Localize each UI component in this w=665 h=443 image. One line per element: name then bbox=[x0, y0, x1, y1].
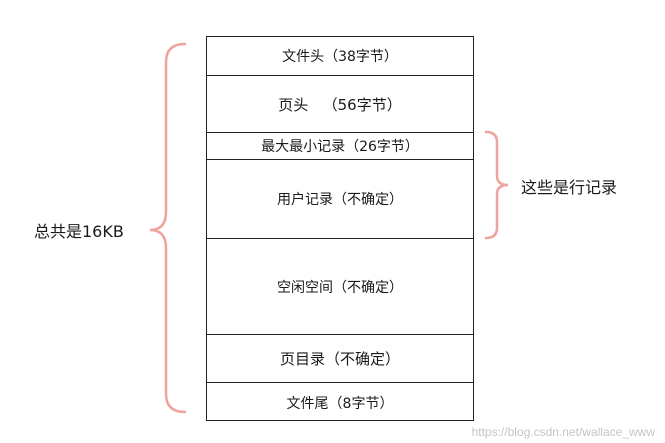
page-header-row: 页头 （56字节） bbox=[207, 76, 473, 133]
infimum-supremum-row: 最大最小记录（26字节） bbox=[207, 133, 473, 160]
file-header-row: 文件头（38字节） bbox=[207, 37, 473, 76]
left-brace-label: 总共是16KB bbox=[34, 222, 124, 241]
watermark: https://blog.csdn.net/wallace_www bbox=[471, 425, 655, 439]
left-brace bbox=[149, 42, 187, 414]
free-space-row: 空闲空间（不确定） bbox=[207, 239, 473, 335]
file-trailer-row: 文件尾（8字节） bbox=[286, 395, 394, 412]
page-structure: 文件头（38字节） 页头 （56字节） 最大最小记录（26字节） 用户记录（不确… bbox=[206, 36, 474, 421]
user-records-row: 用户记录（不确定） bbox=[207, 160, 473, 239]
right-brace-label: 这些是行记录 bbox=[521, 178, 618, 197]
right-brace bbox=[484, 130, 509, 240]
page-directory-row: 页目录（不确定） bbox=[207, 335, 473, 383]
